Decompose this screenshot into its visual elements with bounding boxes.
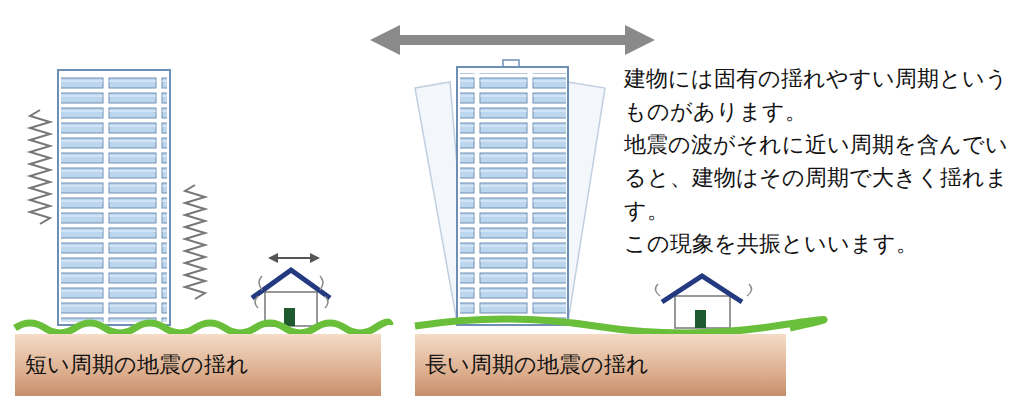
explanation-text: 建物には固有の揺れやすい周期というものがあります。地震の波がそれに近い周期を含ん… [624, 62, 1016, 260]
ground-label: 短い周期の地震の揺れ [25, 350, 249, 380]
vibration-zigzag [30, 110, 50, 224]
tall-building-right [457, 60, 568, 325]
ground-band: 長い周期の地震の揺れ [415, 334, 786, 396]
explanation-line: 地震の波がそれに近い周期を含んでいると、建物はその周期で大きく揺れます。 [624, 128, 1016, 227]
ground-wave-short [15, 322, 390, 333]
sway-arrow [273, 257, 315, 259]
vibration-zigzag [185, 185, 205, 299]
house-right [655, 276, 751, 328]
sway-arrow-large [385, 35, 640, 45]
ground-label: 長い周期の地震の揺れ [425, 350, 649, 380]
ground-band: 短い周期の地震の揺れ [15, 334, 381, 396]
tall-building-left [58, 70, 170, 325]
explanation-line: 建物には固有の揺れやすい周期というものがあります。 [624, 62, 1016, 128]
explanation-line: この現象を共振といいます。 [624, 227, 1016, 260]
house-left [252, 270, 330, 326]
ground-wave-long [415, 319, 824, 333]
